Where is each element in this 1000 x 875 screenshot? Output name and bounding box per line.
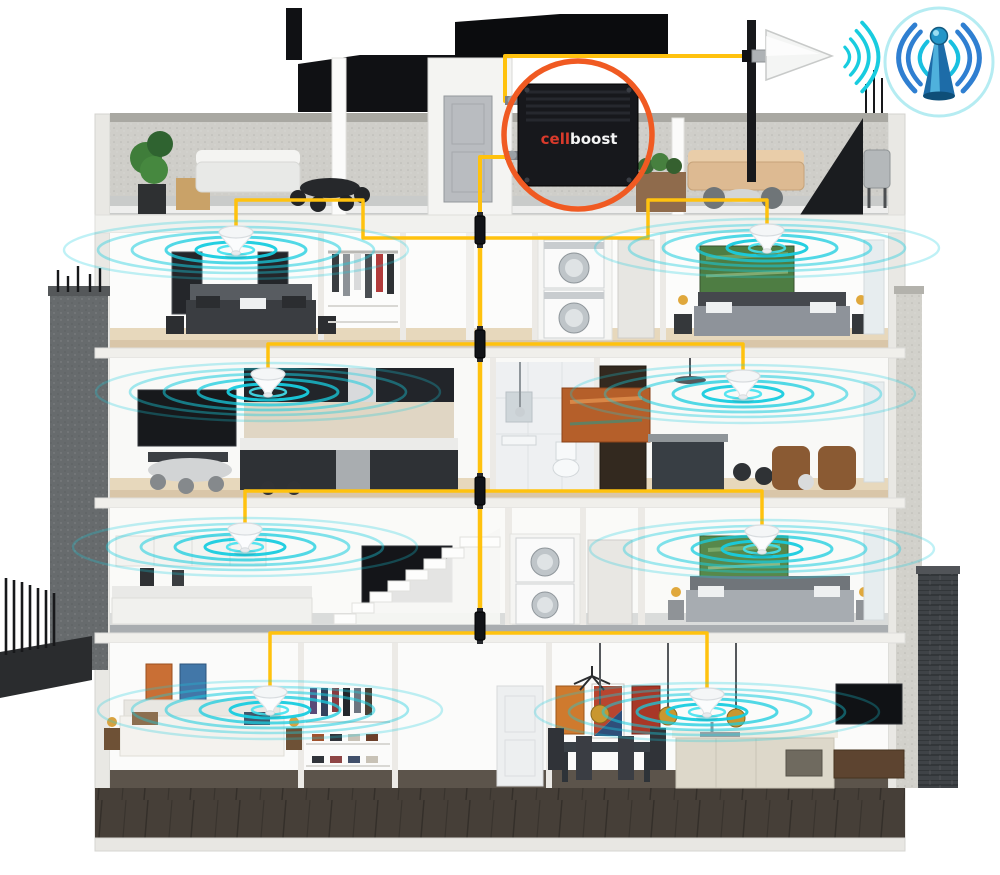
- floor4-left-antenna: [62, 219, 410, 281]
- floor3: [110, 358, 888, 495]
- floor2-window: [863, 529, 885, 621]
- floor1-white-door: [496, 685, 544, 787]
- cell-tower-mast: [923, 26, 955, 101]
- splitter-layer: [474, 212, 486, 644]
- cable-floor4-left: [234, 198, 482, 240]
- booster-heatsink-fins: [526, 90, 630, 122]
- roof-slabs: [286, 8, 863, 215]
- terrace-lounge-right: [687, 150, 805, 209]
- terrace-planter-right: [636, 153, 686, 212]
- floor3-living-kitchen: [137, 368, 458, 495]
- floor-terrace: [130, 131, 891, 214]
- floor1-right-antenna: [533, 681, 881, 743]
- annex-roof-spikes: [56, 266, 102, 292]
- outdoor-antenna-assembly: [742, 20, 881, 182]
- floor4: [110, 233, 888, 341]
- dome-antenna-icon: [689, 687, 725, 721]
- floor1: [104, 643, 905, 789]
- cable-floor2-right: [478, 489, 764, 528]
- roof-door: [443, 95, 493, 203]
- dome-antenna-icon: [749, 223, 785, 257]
- cable-floor1-right: [478, 631, 709, 691]
- cable-splitter-1: [474, 212, 486, 248]
- booster-logo-prefix: cell: [541, 130, 570, 148]
- floor2-right-antenna: [588, 518, 936, 580]
- cable-floor2-left: [243, 489, 482, 526]
- dome-antenna-icon: [250, 367, 286, 401]
- floor3-window: [863, 381, 885, 483]
- terrace-dining-set: [290, 178, 370, 212]
- chandelier: [573, 666, 611, 691]
- floor4-hall-door: [617, 239, 655, 339]
- right-brick-chimney: [916, 566, 960, 788]
- terrace-grill: [863, 149, 891, 208]
- left-entry-railing: [0, 578, 92, 698]
- dome-antenna-icon: [725, 369, 761, 403]
- terrace-plant: [130, 131, 173, 214]
- floor1-left-antenna-ripples: [96, 679, 444, 741]
- floor1-island-kitchen: [590, 643, 838, 789]
- floor3-right-antenna: [569, 363, 917, 425]
- cable-floor3-right: [478, 342, 745, 373]
- cell-tower-icon: [883, 6, 995, 118]
- dome-antenna-icon: [744, 524, 780, 558]
- antenna-mast: [747, 20, 756, 182]
- floor2-door: [587, 539, 633, 625]
- chimney: [286, 8, 302, 60]
- cable-splitter-4: [474, 608, 486, 644]
- cable-splitter-2: [474, 326, 486, 362]
- dome-antenna-icon: [252, 685, 288, 719]
- floor4-window: [863, 239, 885, 335]
- floor4-laundry: [537, 235, 613, 341]
- cable-floor3-left: [266, 342, 482, 371]
- booster-logo-suffix: boost: [570, 130, 617, 148]
- floor3-left-antenna: [94, 361, 442, 423]
- terrace-white-sofa: [195, 150, 301, 193]
- booster-highlight-ring: [501, 58, 655, 212]
- mast-cable-clamp: [742, 50, 754, 62]
- cell-tower-signal-waves: [896, 22, 982, 94]
- indoor-antenna-layer: [62, 217, 941, 743]
- outdoor-antenna-signal-waves: [843, 20, 881, 94]
- right-roof-wedge: [800, 118, 863, 215]
- floor4-closet: [328, 250, 398, 323]
- cable-splitter-3: [474, 473, 486, 509]
- foundation-base: [94, 788, 906, 852]
- floor2-left-antenna: [71, 516, 419, 578]
- dome-antenna-icon: [227, 522, 263, 556]
- floor2-laundry: [509, 533, 581, 625]
- floor4-left-bedroom: [166, 251, 336, 334]
- floor4-right-antenna: [593, 217, 941, 279]
- floor1-media-corner: [833, 683, 905, 779]
- left-annex-block: [48, 266, 110, 670]
- signal-booster-device: cell boost: [501, 58, 655, 212]
- cable-floor4-right: [478, 198, 769, 240]
- dome-antenna-icon: [218, 225, 254, 259]
- cable-floor1-left: [268, 631, 482, 689]
- floor1-left-antenna: [96, 679, 444, 741]
- roof-stair-shaft: [331, 57, 685, 216]
